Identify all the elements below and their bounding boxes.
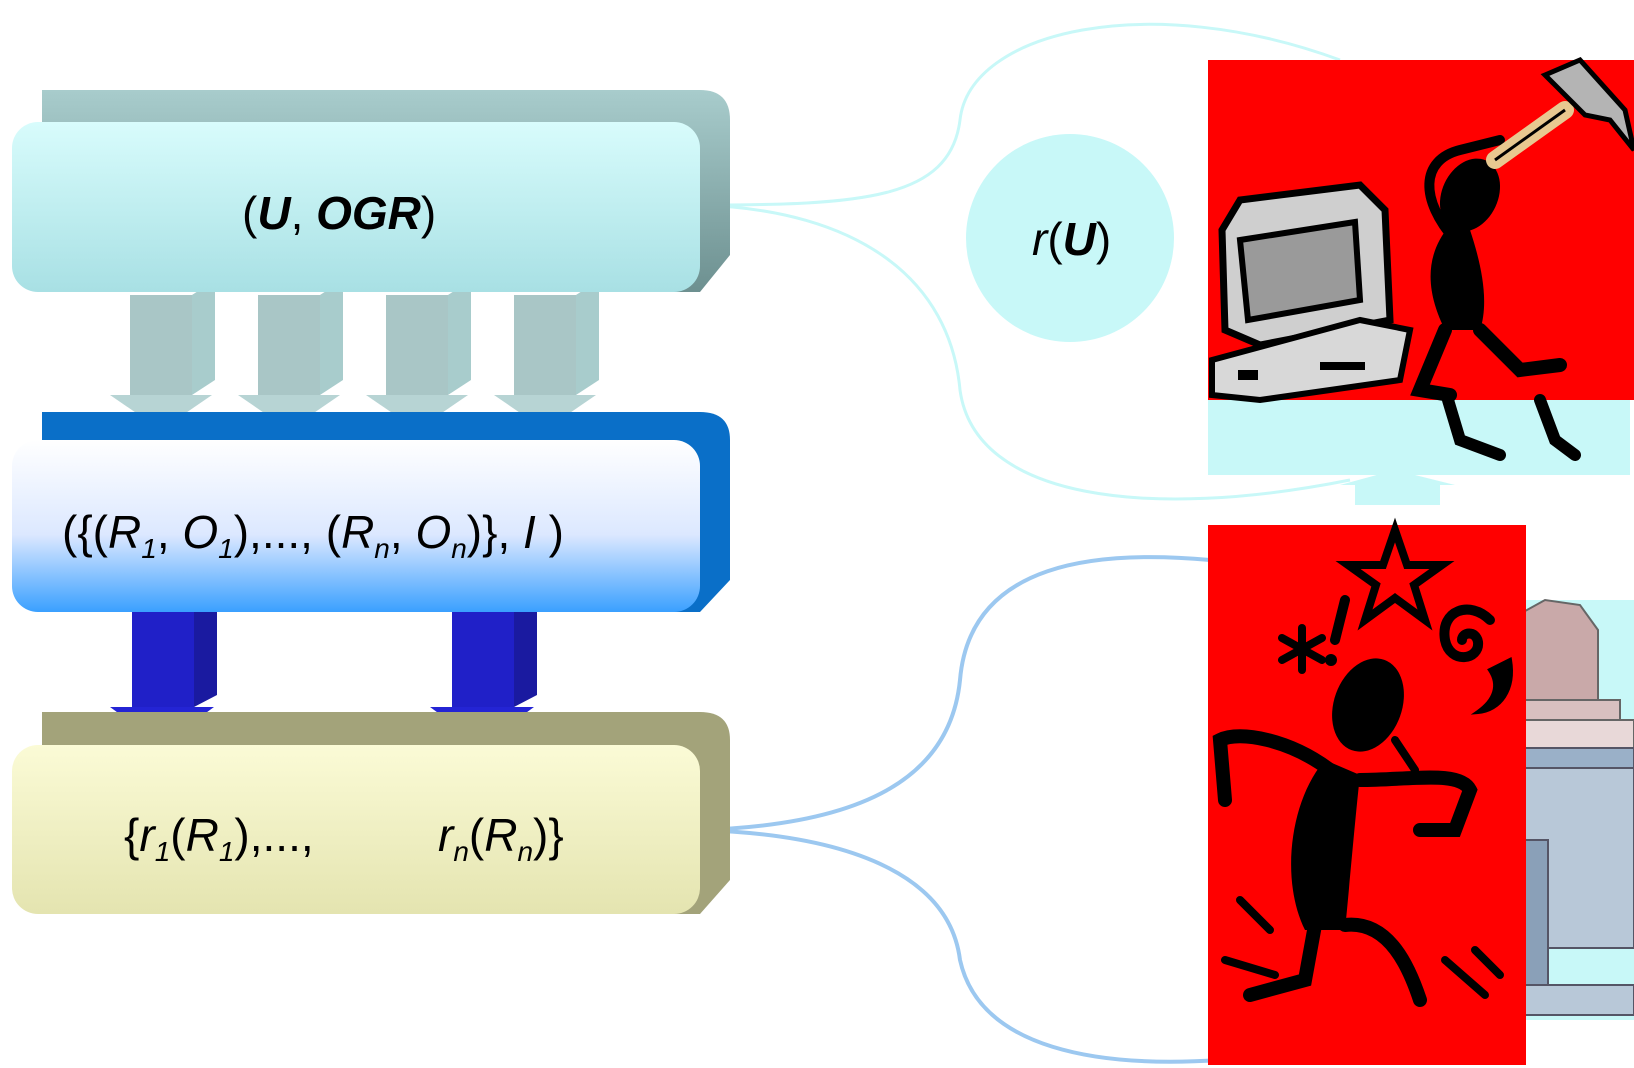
mid-sub-rn: n — [374, 533, 390, 565]
mid-end: )}, — [466, 506, 524, 558]
arrow-light-1 — [110, 280, 215, 430]
bot-subna: n — [453, 836, 469, 868]
bot-r1-big: R — [185, 809, 219, 861]
computer-desk-icon — [1499, 598, 1634, 1020]
arrows-light — [110, 280, 599, 430]
bottom-box — [12, 712, 730, 914]
bot-paren1: ( — [170, 809, 186, 861]
arrow-light-3 — [366, 280, 471, 430]
mid-rn: R — [341, 506, 375, 558]
circle-u: U — [1062, 213, 1096, 265]
bot-rn-big: R — [484, 809, 518, 861]
bot-subnb: n — [517, 836, 534, 868]
bot-paren-n: ( — [468, 809, 485, 861]
bot-rn-small: r — [438, 809, 454, 861]
bot-brace-open: { — [124, 809, 140, 861]
mid-middle: ),..., ( — [233, 506, 342, 558]
result-circle — [966, 134, 1174, 342]
up-arrow-light — [1340, 470, 1455, 505]
bot-brace-close: )} — [533, 809, 564, 861]
arrow-light-2 — [238, 280, 343, 430]
bot-r1-small: r — [139, 809, 155, 861]
top-u-symbol: U — [257, 187, 291, 239]
bot-sub1b: 1 — [218, 836, 235, 868]
bottom-box-label-left: {r1(R1),..., — [124, 808, 314, 868]
top-close-paren: ) — [420, 187, 437, 239]
mid-i: I — [523, 506, 536, 558]
top-open-paren: ( — [242, 187, 258, 239]
connector-top-lower — [699, 203, 1351, 501]
circle-label: r(U) — [1032, 212, 1111, 266]
top-separator: , — [290, 187, 317, 239]
top-box — [12, 90, 730, 292]
mid-on: O — [415, 506, 452, 558]
computer-smash-clipart-icon — [1208, 56, 1634, 475]
angry-person-clipart-icon — [1208, 517, 1526, 1065]
mid-sub-on: n — [451, 533, 467, 565]
top-box-label: (U, OGR) — [242, 186, 436, 240]
mid-o1: O — [182, 506, 219, 558]
top-ogr-symbol: OGR — [316, 187, 421, 239]
middle-box-label: ({(R1, O1),..., (Rn, On)}, I ) — [62, 505, 564, 565]
mid-close: ) — [535, 506, 564, 558]
bot-sub1a: 1 — [154, 836, 171, 868]
bottom-box-label-right: rn(Rn)} — [438, 808, 564, 868]
middle-box — [12, 412, 730, 612]
mid-open: ({( — [62, 506, 108, 558]
bot-dots: ),..., — [234, 809, 314, 861]
circle-r: r — [1032, 213, 1048, 265]
mid-sub-r1: 1 — [141, 533, 157, 565]
circle-open: ( — [1047, 213, 1063, 265]
connector-bottom-upper — [699, 555, 1211, 832]
mid-comma1: , — [156, 506, 183, 558]
circle-close: ) — [1095, 213, 1112, 265]
mid-r1: R — [108, 506, 142, 558]
connector-top-upper — [699, 22, 1341, 207]
mid-comma2: , — [389, 506, 416, 558]
arrow-dark-2 — [430, 600, 537, 745]
mid-sub-o1: 1 — [218, 533, 234, 565]
arrow-light-4 — [494, 280, 599, 430]
connector-bottom-lower — [699, 828, 1221, 1064]
